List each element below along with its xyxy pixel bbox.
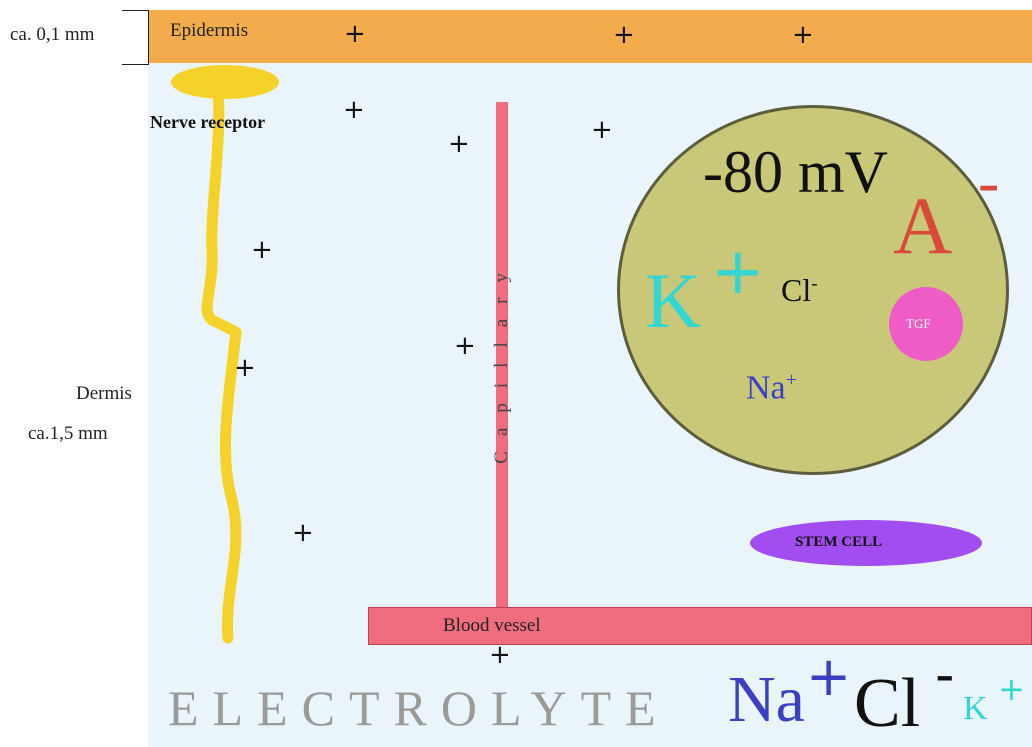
epidermis-layer — [148, 10, 1032, 63]
plus-sign: + — [292, 518, 314, 548]
tgf-particle — [889, 287, 963, 361]
sodium-ion: Na+ — [746, 369, 797, 407]
epidermis-label: Epidermis — [170, 20, 249, 41]
epidermis-bracket-bottom — [122, 64, 149, 65]
plus-sign: + — [792, 20, 814, 50]
electrolyte-sodium: Na — [728, 667, 805, 733]
anion-charge: - — [978, 146, 1000, 217]
electrolyte-sodium-charge: + — [806, 645, 852, 708]
stem-cell-label: STEM CELL — [795, 534, 883, 550]
electrolyte-potassium-charge: + — [998, 670, 1025, 708]
chloride-ion: Cl- — [781, 272, 818, 309]
chloride-symbol: Cl — [781, 272, 812, 308]
plus-sign: + — [613, 20, 635, 50]
electrolyte-label: ELECTROLYTE — [168, 680, 670, 736]
potassium-symbol: K — [645, 257, 702, 344]
epidermis-bracket-top — [122, 10, 149, 11]
stem-cell — [750, 520, 982, 566]
electrolyte-potassium: K — [963, 692, 988, 726]
dermis-label: Dermis — [76, 383, 132, 404]
sodium-symbol: Na — [746, 369, 786, 407]
plus-sign: + — [448, 129, 470, 159]
nerve-receptor-label: Nerve receptor — [150, 112, 266, 132]
plus-sign: + — [344, 19, 366, 49]
epidermis-bracket — [148, 10, 149, 65]
potassium-ion: K — [645, 262, 701, 340]
plus-sign: + — [489, 640, 511, 670]
electrolyte-sodium-symbol: Na — [728, 663, 805, 736]
nerve-fiber — [171, 65, 279, 644]
cell — [617, 105, 1009, 475]
anion-label: A — [893, 185, 952, 267]
plus-sign: + — [251, 235, 273, 265]
dermis-thickness: ca.1,5 mm — [28, 423, 108, 444]
blood-vessel — [368, 607, 1032, 645]
electrolyte-chloride-charge: - — [935, 643, 955, 706]
plus-sign: + — [234, 353, 256, 383]
capillary — [496, 102, 508, 616]
blood-vessel-label: Blood vessel — [443, 615, 541, 636]
electrolyte-chloride-symbol: Cl — [854, 665, 921, 742]
plus-sign: + — [591, 115, 613, 145]
capillary-label: Capillary — [491, 258, 512, 464]
electrolyte-potassium-symbol: K — [963, 690, 988, 727]
anion-symbol: A — [893, 180, 953, 271]
tgf-label: TGF — [906, 316, 931, 331]
potassium-charge: + — [711, 235, 765, 309]
epidermis-thickness: ca. 0,1 mm — [10, 24, 95, 45]
membrane-potential: -80 mV — [703, 139, 888, 205]
chloride-charge: - — [811, 273, 818, 295]
sodium-charge: + — [785, 369, 798, 391]
electrolyte-chloride: Cl — [854, 669, 920, 739]
plus-sign: + — [454, 331, 476, 361]
plus-sign: + — [343, 95, 365, 125]
